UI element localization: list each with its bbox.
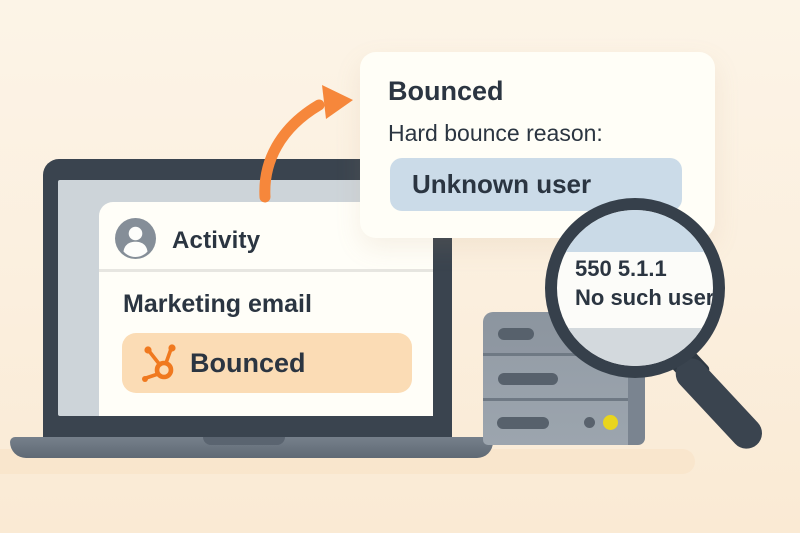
hard-bounce-reason-label: Hard bounce reason: xyxy=(388,120,603,146)
server-power-dot xyxy=(584,417,595,428)
hubspot-sprocket-icon xyxy=(139,343,179,383)
lens-magnified-pill-band xyxy=(557,210,713,252)
magnifier-lens: 550 5.1.1 No such user xyxy=(545,198,725,378)
laptop-base-notch xyxy=(203,437,285,445)
card-divider xyxy=(99,269,433,272)
smtp-error-text: 550 5.1.1 No such user xyxy=(575,254,715,312)
unknown-user-pill: Unknown user xyxy=(390,158,682,211)
bounced-status-label: Bounced xyxy=(190,348,306,378)
bounce-card-title: Bounced xyxy=(388,76,504,106)
smtp-message: No such user xyxy=(575,285,715,310)
server-unit-divider xyxy=(483,398,628,401)
laptop-base xyxy=(10,437,493,458)
unknown-user-label: Unknown user xyxy=(412,169,592,199)
smtp-code: 550 5.1.1 xyxy=(575,256,667,281)
activity-card-title: Activity xyxy=(172,227,261,254)
bounced-status-badge: Bounced xyxy=(122,333,412,393)
server-vent-slot xyxy=(497,417,549,429)
user-avatar-icon xyxy=(115,218,156,259)
server-vent-slot xyxy=(498,328,534,340)
server-status-led xyxy=(603,415,618,430)
magnifier-handle xyxy=(669,352,769,456)
server-vent-slot xyxy=(498,373,558,385)
server-unit-divider xyxy=(483,353,628,356)
marketing-email-label: Marketing email xyxy=(123,290,312,318)
lens-magnified-server-band xyxy=(557,328,713,366)
